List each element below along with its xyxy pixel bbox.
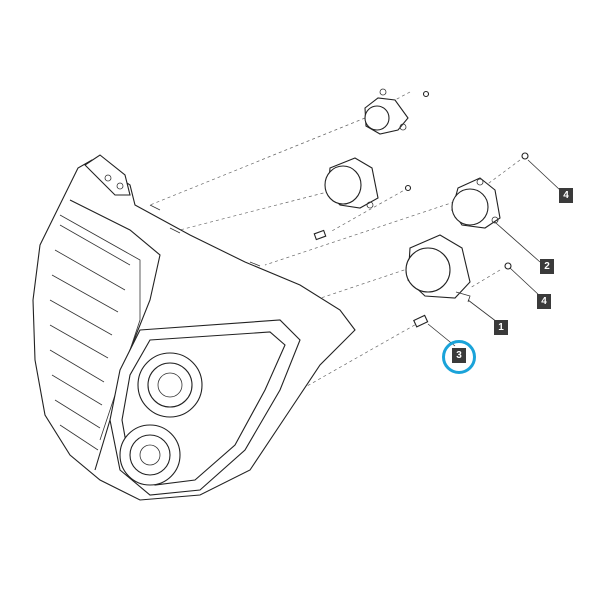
spring-3 xyxy=(413,314,429,328)
bulb-holder-2 xyxy=(451,177,501,229)
callout-3[interactable]: 3 xyxy=(452,348,466,363)
bulb-socket-small xyxy=(364,88,409,135)
callout-3-highlight xyxy=(442,340,476,374)
callout-4-top[interactable]: 4 xyxy=(559,188,573,203)
bulb-holder-1 xyxy=(405,234,471,303)
callout-1[interactable]: 1 xyxy=(494,320,508,335)
screw xyxy=(404,184,412,192)
headlight-housing xyxy=(32,154,356,501)
spring xyxy=(313,229,327,241)
bulb-holder-left xyxy=(324,157,379,209)
screw-4b xyxy=(504,262,512,270)
screw-4a xyxy=(521,152,529,160)
callout-4-bottom[interactable]: 4 xyxy=(537,294,551,309)
screw-small xyxy=(422,90,430,98)
callout-2[interactable]: 2 xyxy=(540,259,554,274)
